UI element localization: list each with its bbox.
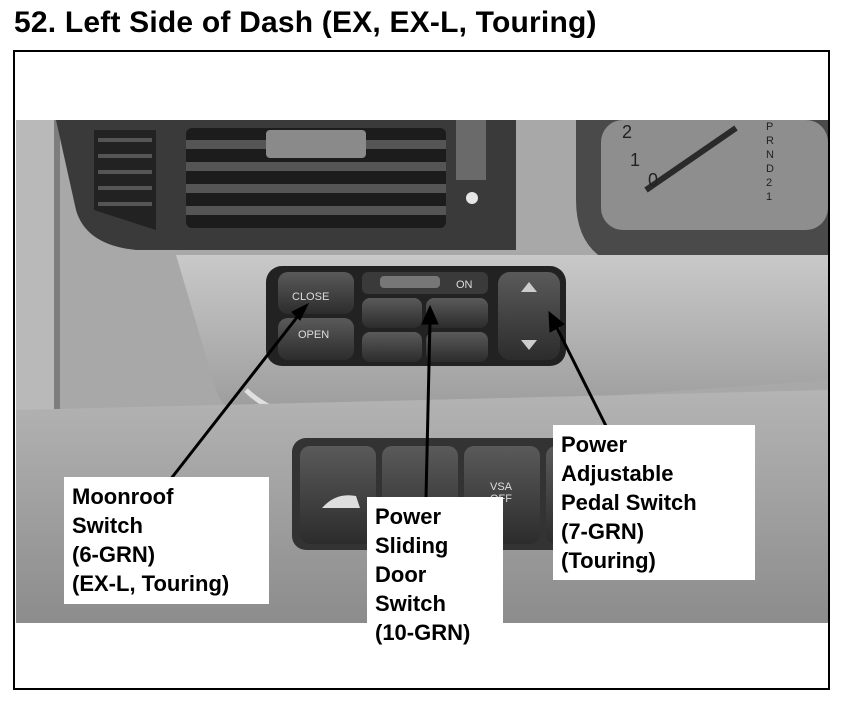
callout-line: Power xyxy=(375,504,442,529)
gear-letter: 2 xyxy=(766,177,772,189)
on-label: ON xyxy=(456,279,473,291)
switch-cluster: CLOSE OPEN ON xyxy=(266,266,566,366)
callout-line: Pedal Switch xyxy=(561,490,697,515)
callout-line: Adjustable xyxy=(561,461,674,486)
page-title: 52. Left Side of Dash (EX, EX-L, Touring… xyxy=(14,6,597,39)
air-vent xyxy=(186,128,446,228)
gear-letter: N xyxy=(766,149,774,161)
gear-letter: D xyxy=(766,163,774,175)
sliding-door-switch[interactable]: ON xyxy=(362,272,488,362)
gear-letter: 1 xyxy=(766,191,772,203)
open-label: OPEN xyxy=(298,329,329,341)
gear-letter: R xyxy=(766,135,774,147)
gauge-number: 0 xyxy=(648,170,658,190)
gauge-number: 2 xyxy=(622,122,632,142)
adjustable-pedal-switch[interactable] xyxy=(498,272,560,360)
side-vent xyxy=(94,130,156,230)
instrument-cluster: 2 1 0 P R N D 2 1 xyxy=(576,120,828,265)
close-label: CLOSE xyxy=(292,291,329,303)
callout-line: Power xyxy=(561,432,628,457)
callout-line: (6-GRN) xyxy=(72,542,156,567)
callout-line: Switch xyxy=(72,513,143,538)
moonroof-switch-callout: Moonroof Switch (6-GRN) (EX-L, Touring) xyxy=(64,477,269,604)
callout-arrows xyxy=(168,302,610,499)
gear-letter: P xyxy=(766,121,773,133)
callout-line: (7-GRN) xyxy=(561,519,645,544)
callout-line: (10-GRN) xyxy=(375,620,471,645)
gauge-number: 1 xyxy=(630,150,640,170)
callout-line: (Touring) xyxy=(561,548,656,573)
callout-line: Switch xyxy=(375,591,446,616)
rear-hatch-button[interactable] xyxy=(300,446,376,544)
callout-line: Moonroof xyxy=(72,484,174,509)
sliding-door-switch-callout: Power Sliding Door Switch (10-GRN) xyxy=(367,497,503,647)
callout-line: Sliding xyxy=(375,533,449,558)
pedal-switch-callout: Power Adjustable Pedal Switch (7-GRN) (T… xyxy=(553,425,755,580)
callout-line: (EX-L, Touring) xyxy=(72,571,230,596)
moonroof-switch[interactable]: CLOSE OPEN xyxy=(278,272,354,360)
vsa-label: VSA xyxy=(490,481,513,493)
callout-line: Door xyxy=(375,562,427,587)
